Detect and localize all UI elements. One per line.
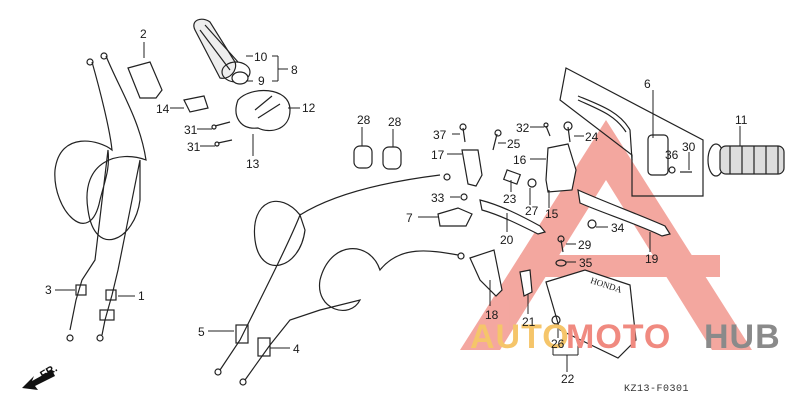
callout-5: 5: [198, 325, 205, 339]
callout-17: 17: [431, 148, 445, 162]
callout-26: 26: [551, 337, 565, 351]
callout-13: 13: [246, 157, 260, 171]
callout-27: 27: [525, 204, 539, 218]
leader-lines: [55, 42, 741, 372]
callout-34: 34: [611, 221, 625, 235]
callout-10: 10: [254, 50, 268, 64]
callout-20: 20: [500, 233, 514, 247]
callout-18: 18: [485, 308, 499, 322]
callout-21: 21: [522, 315, 536, 329]
callout-33: 33: [431, 191, 445, 205]
callout-12: 12: [302, 101, 316, 115]
callout-32: 32: [516, 121, 530, 135]
callout-31a: 31: [184, 123, 198, 137]
callout-4: 4: [293, 342, 300, 356]
callout-23: 23: [503, 192, 517, 206]
callout-8: 8: [291, 63, 298, 77]
watermark-auto: AUTO: [470, 318, 570, 356]
clutch-lever-assembly: [353, 121, 577, 297]
callout-3: 3: [45, 283, 52, 297]
callout-37: 37: [433, 128, 447, 142]
callout-35: 35: [579, 256, 593, 270]
callout-25: 25: [507, 137, 521, 151]
callout-30: 30: [682, 140, 696, 154]
callout-19: 19: [645, 252, 659, 266]
throttle-cables: [54, 52, 147, 342]
front-direction-arrow-icon: [22, 370, 55, 390]
callout-16: 16: [513, 153, 527, 167]
callout-2: 2: [140, 27, 147, 41]
callout-11: 11: [735, 113, 748, 127]
callout-6: 6: [644, 77, 651, 91]
callout-29: 29: [578, 238, 592, 252]
drawing-code: KZ13-F0301: [624, 384, 690, 395]
callout-15: 15: [545, 207, 559, 221]
callout-28b: 28: [388, 115, 402, 129]
callout-7: 7: [406, 211, 413, 225]
callout-9: 9: [258, 74, 265, 88]
callout-14: 14: [156, 102, 170, 116]
callout-24: 24: [585, 130, 599, 144]
clutch-and-choke-cables: [214, 173, 465, 386]
left-grip-throttle: [127, 18, 291, 147]
callout-36: 36: [665, 148, 679, 162]
callout-28a: 28: [357, 113, 371, 127]
watermark-hub: HUB: [704, 318, 781, 356]
callout-1: 1: [138, 289, 145, 303]
callout-31b: 31: [187, 140, 201, 154]
callout-22: 22: [561, 372, 575, 386]
right-switch-and-grip: [519, 67, 785, 359]
watermark-moto: MOTO: [566, 318, 672, 356]
watermark-triangle-icon: [460, 120, 752, 350]
